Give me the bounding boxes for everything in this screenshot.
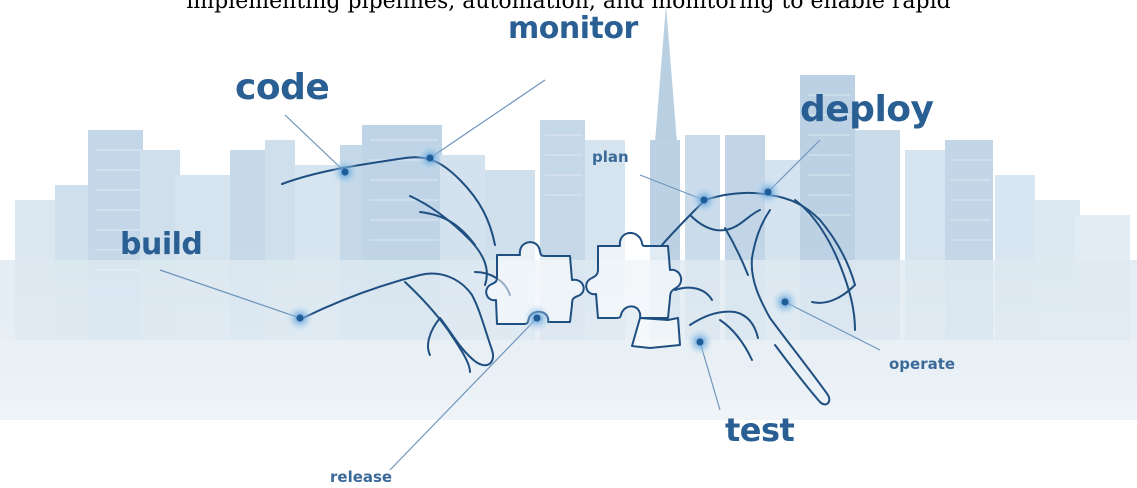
stage-label-code: code [235, 70, 329, 106]
stage-label-release: release [330, 470, 392, 485]
stage-label-test: test [725, 414, 794, 446]
stage-label-deploy: deploy [800, 92, 934, 128]
stage-label-operate: operate [889, 357, 955, 372]
stage-label-build: build [120, 230, 202, 260]
stage-label-monitor: monitor [508, 14, 638, 44]
stage-label-plan: plan [592, 150, 629, 165]
